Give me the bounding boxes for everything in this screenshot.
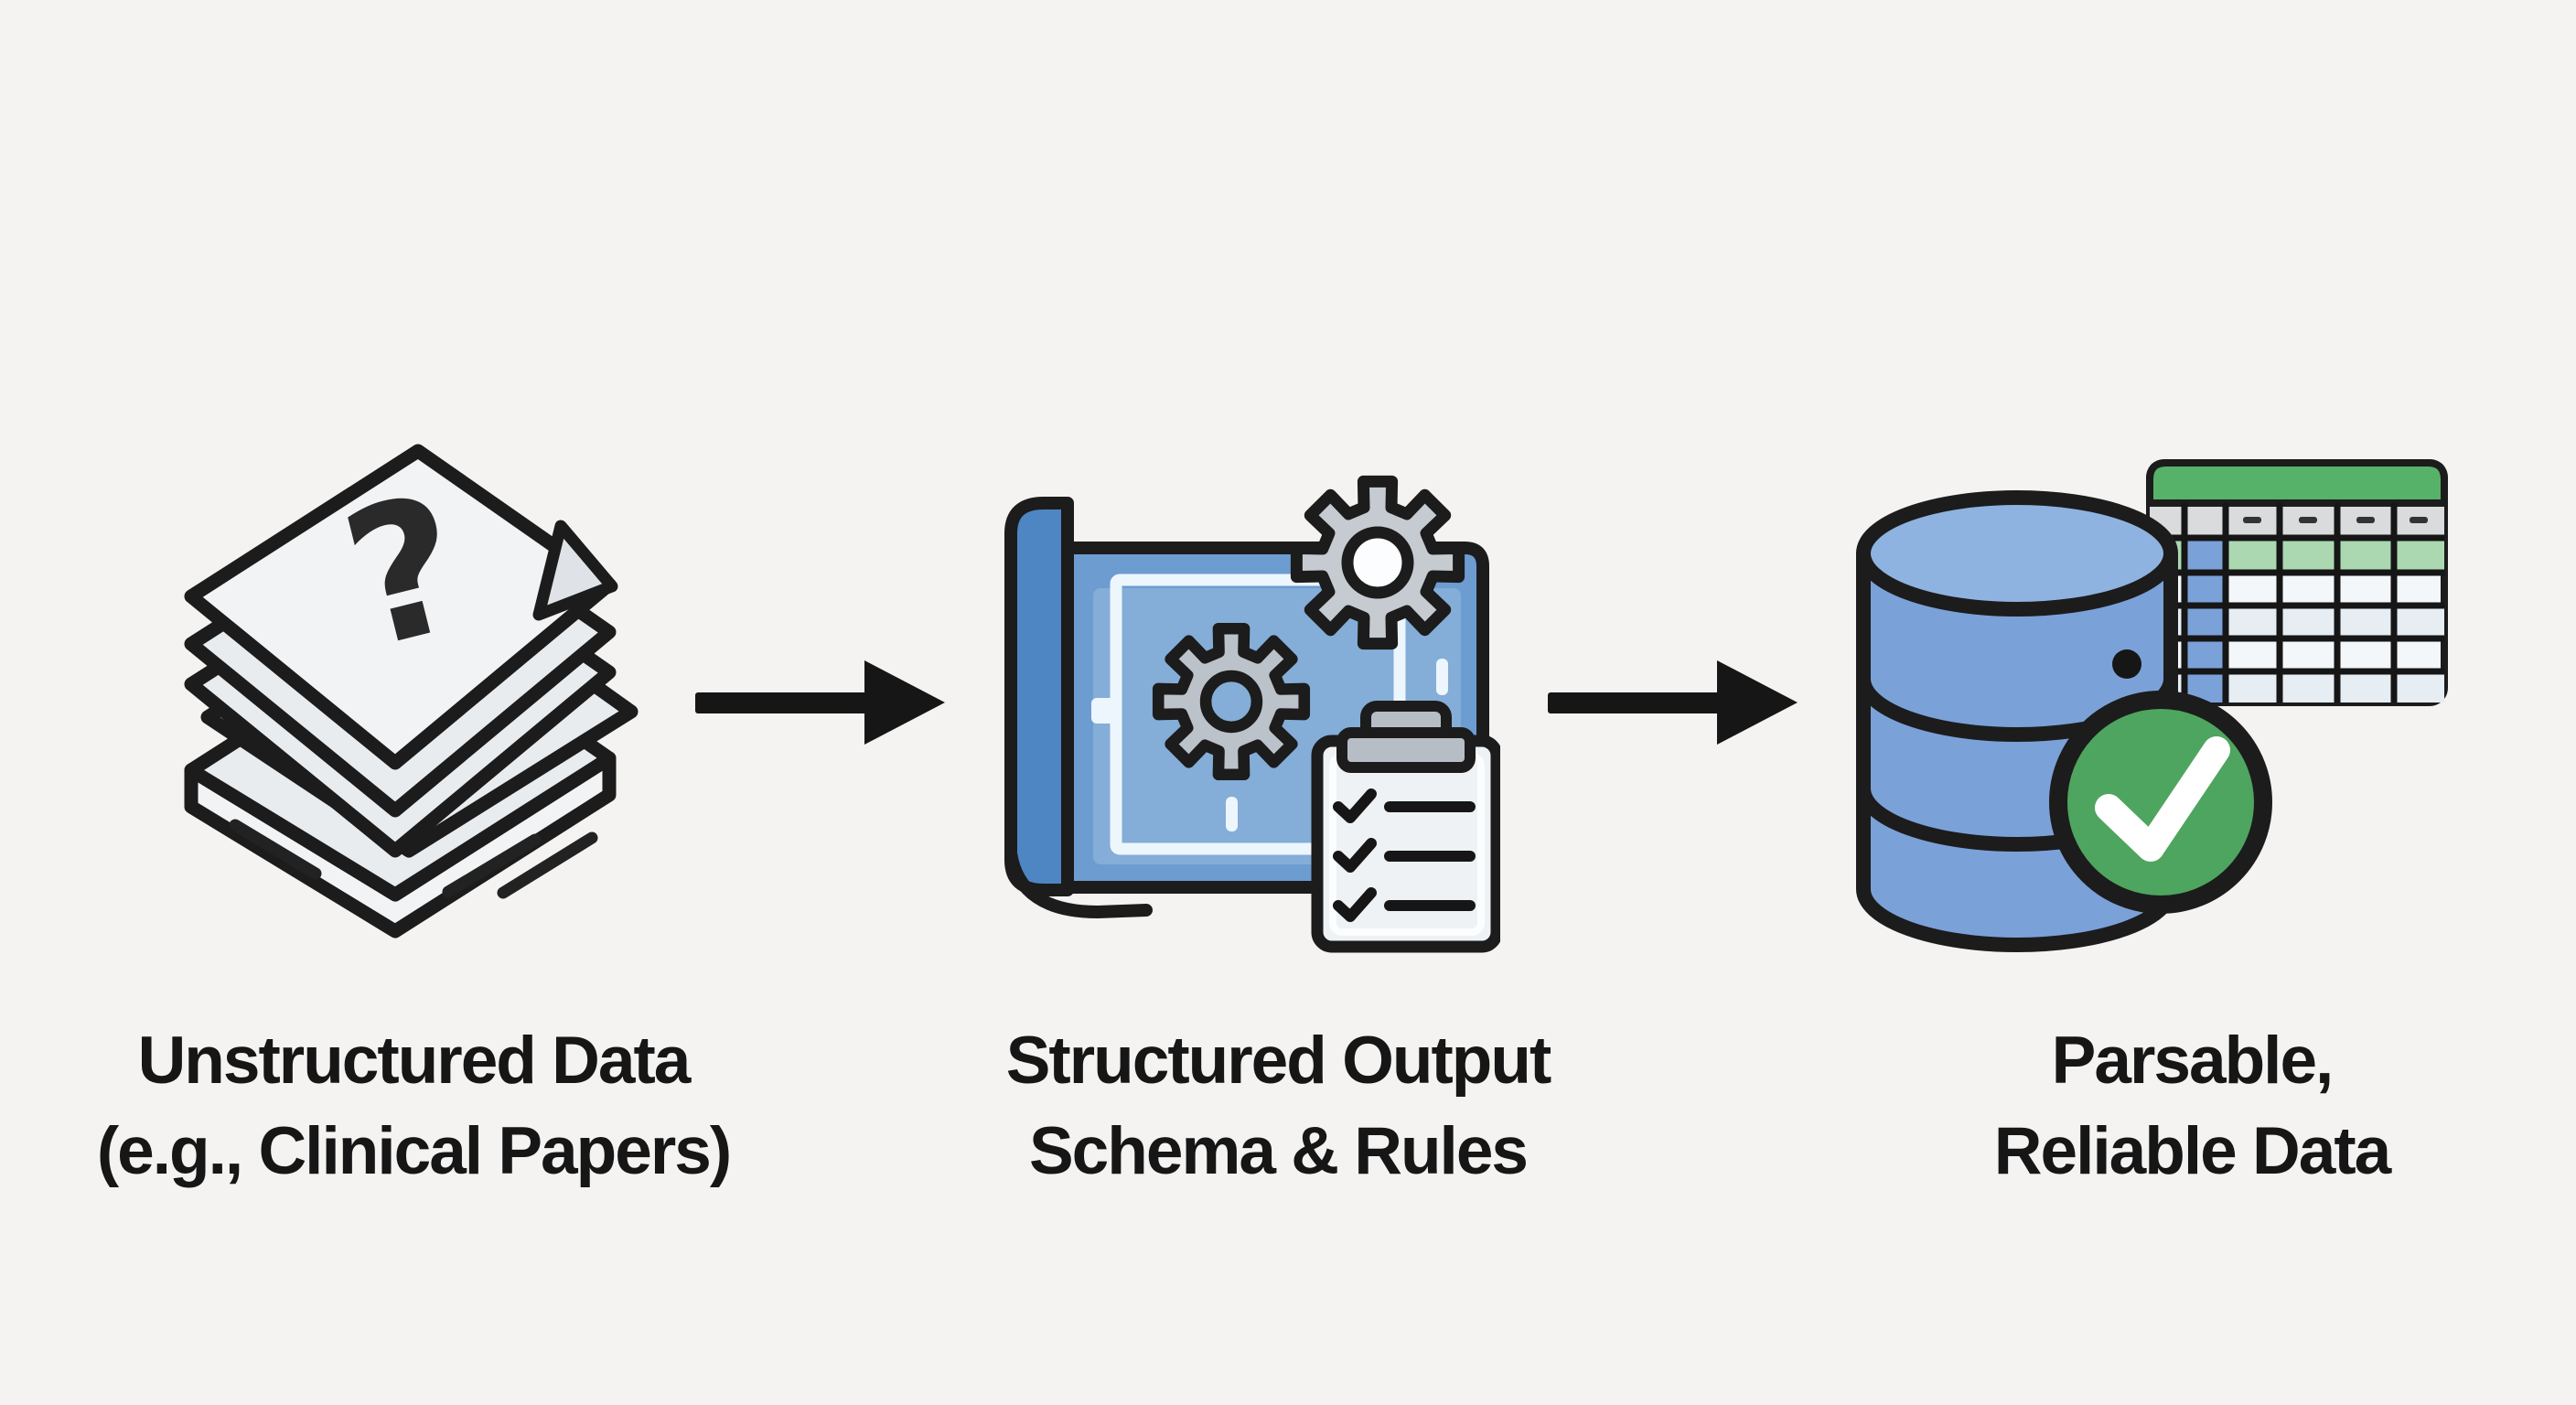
database-table-check-icon xyxy=(1856,459,2448,952)
label-line: Reliable Data xyxy=(1993,1114,2391,1188)
label-line: Schema & Rules xyxy=(1028,1114,1529,1188)
spreadsheet-table-icon xyxy=(2146,459,2448,706)
checkmark xyxy=(2095,736,2230,862)
table-header-band xyxy=(2146,459,2448,507)
step-label-unstructured-data: Unstructured Data (e.g., Clinical Papers… xyxy=(48,1015,779,1196)
checklist-clipboard-icon xyxy=(1311,701,1500,953)
blueprint-curl xyxy=(1004,847,1153,918)
checklist-lines xyxy=(1384,801,1476,911)
arrow-shaft xyxy=(1548,692,1720,713)
arrow-shaft xyxy=(695,692,867,713)
arrow-head xyxy=(1717,660,1798,745)
label-line: Unstructured Data xyxy=(137,1024,692,1098)
table-header-dashes xyxy=(2243,517,2428,523)
arrow-head xyxy=(864,660,945,745)
table-gridlines xyxy=(2150,503,2444,702)
blueprint-roll xyxy=(1004,497,1074,896)
paper-hatch-marks xyxy=(229,819,598,899)
step-label-structured-output: Structured Output Schema & Rules xyxy=(912,1015,1644,1196)
database-top xyxy=(1856,490,2178,617)
blueprint-gears-checklist-icon xyxy=(1004,475,1500,953)
label-line: Structured Output xyxy=(1005,1024,1552,1098)
label-line: (e.g., Clinical Papers) xyxy=(96,1114,732,1188)
flow-arrow-1 xyxy=(695,660,945,745)
gear-icon-large xyxy=(1290,475,1465,650)
check-badge-icon xyxy=(2049,691,2272,914)
paper-stack-question-icon: ? xyxy=(184,444,639,938)
paper-sheet-top xyxy=(184,444,617,770)
database-dot xyxy=(2112,649,2141,679)
flow-arrow-2 xyxy=(1548,660,1798,745)
gear-icon-small xyxy=(1152,622,1311,781)
label-line: Parsable, xyxy=(2051,1024,2334,1098)
step-label-parsable-data: Parsable, Reliable Data xyxy=(1826,1015,2558,1196)
paper-fold-corner xyxy=(532,520,618,621)
checklist-checkmarks xyxy=(1333,788,1377,922)
